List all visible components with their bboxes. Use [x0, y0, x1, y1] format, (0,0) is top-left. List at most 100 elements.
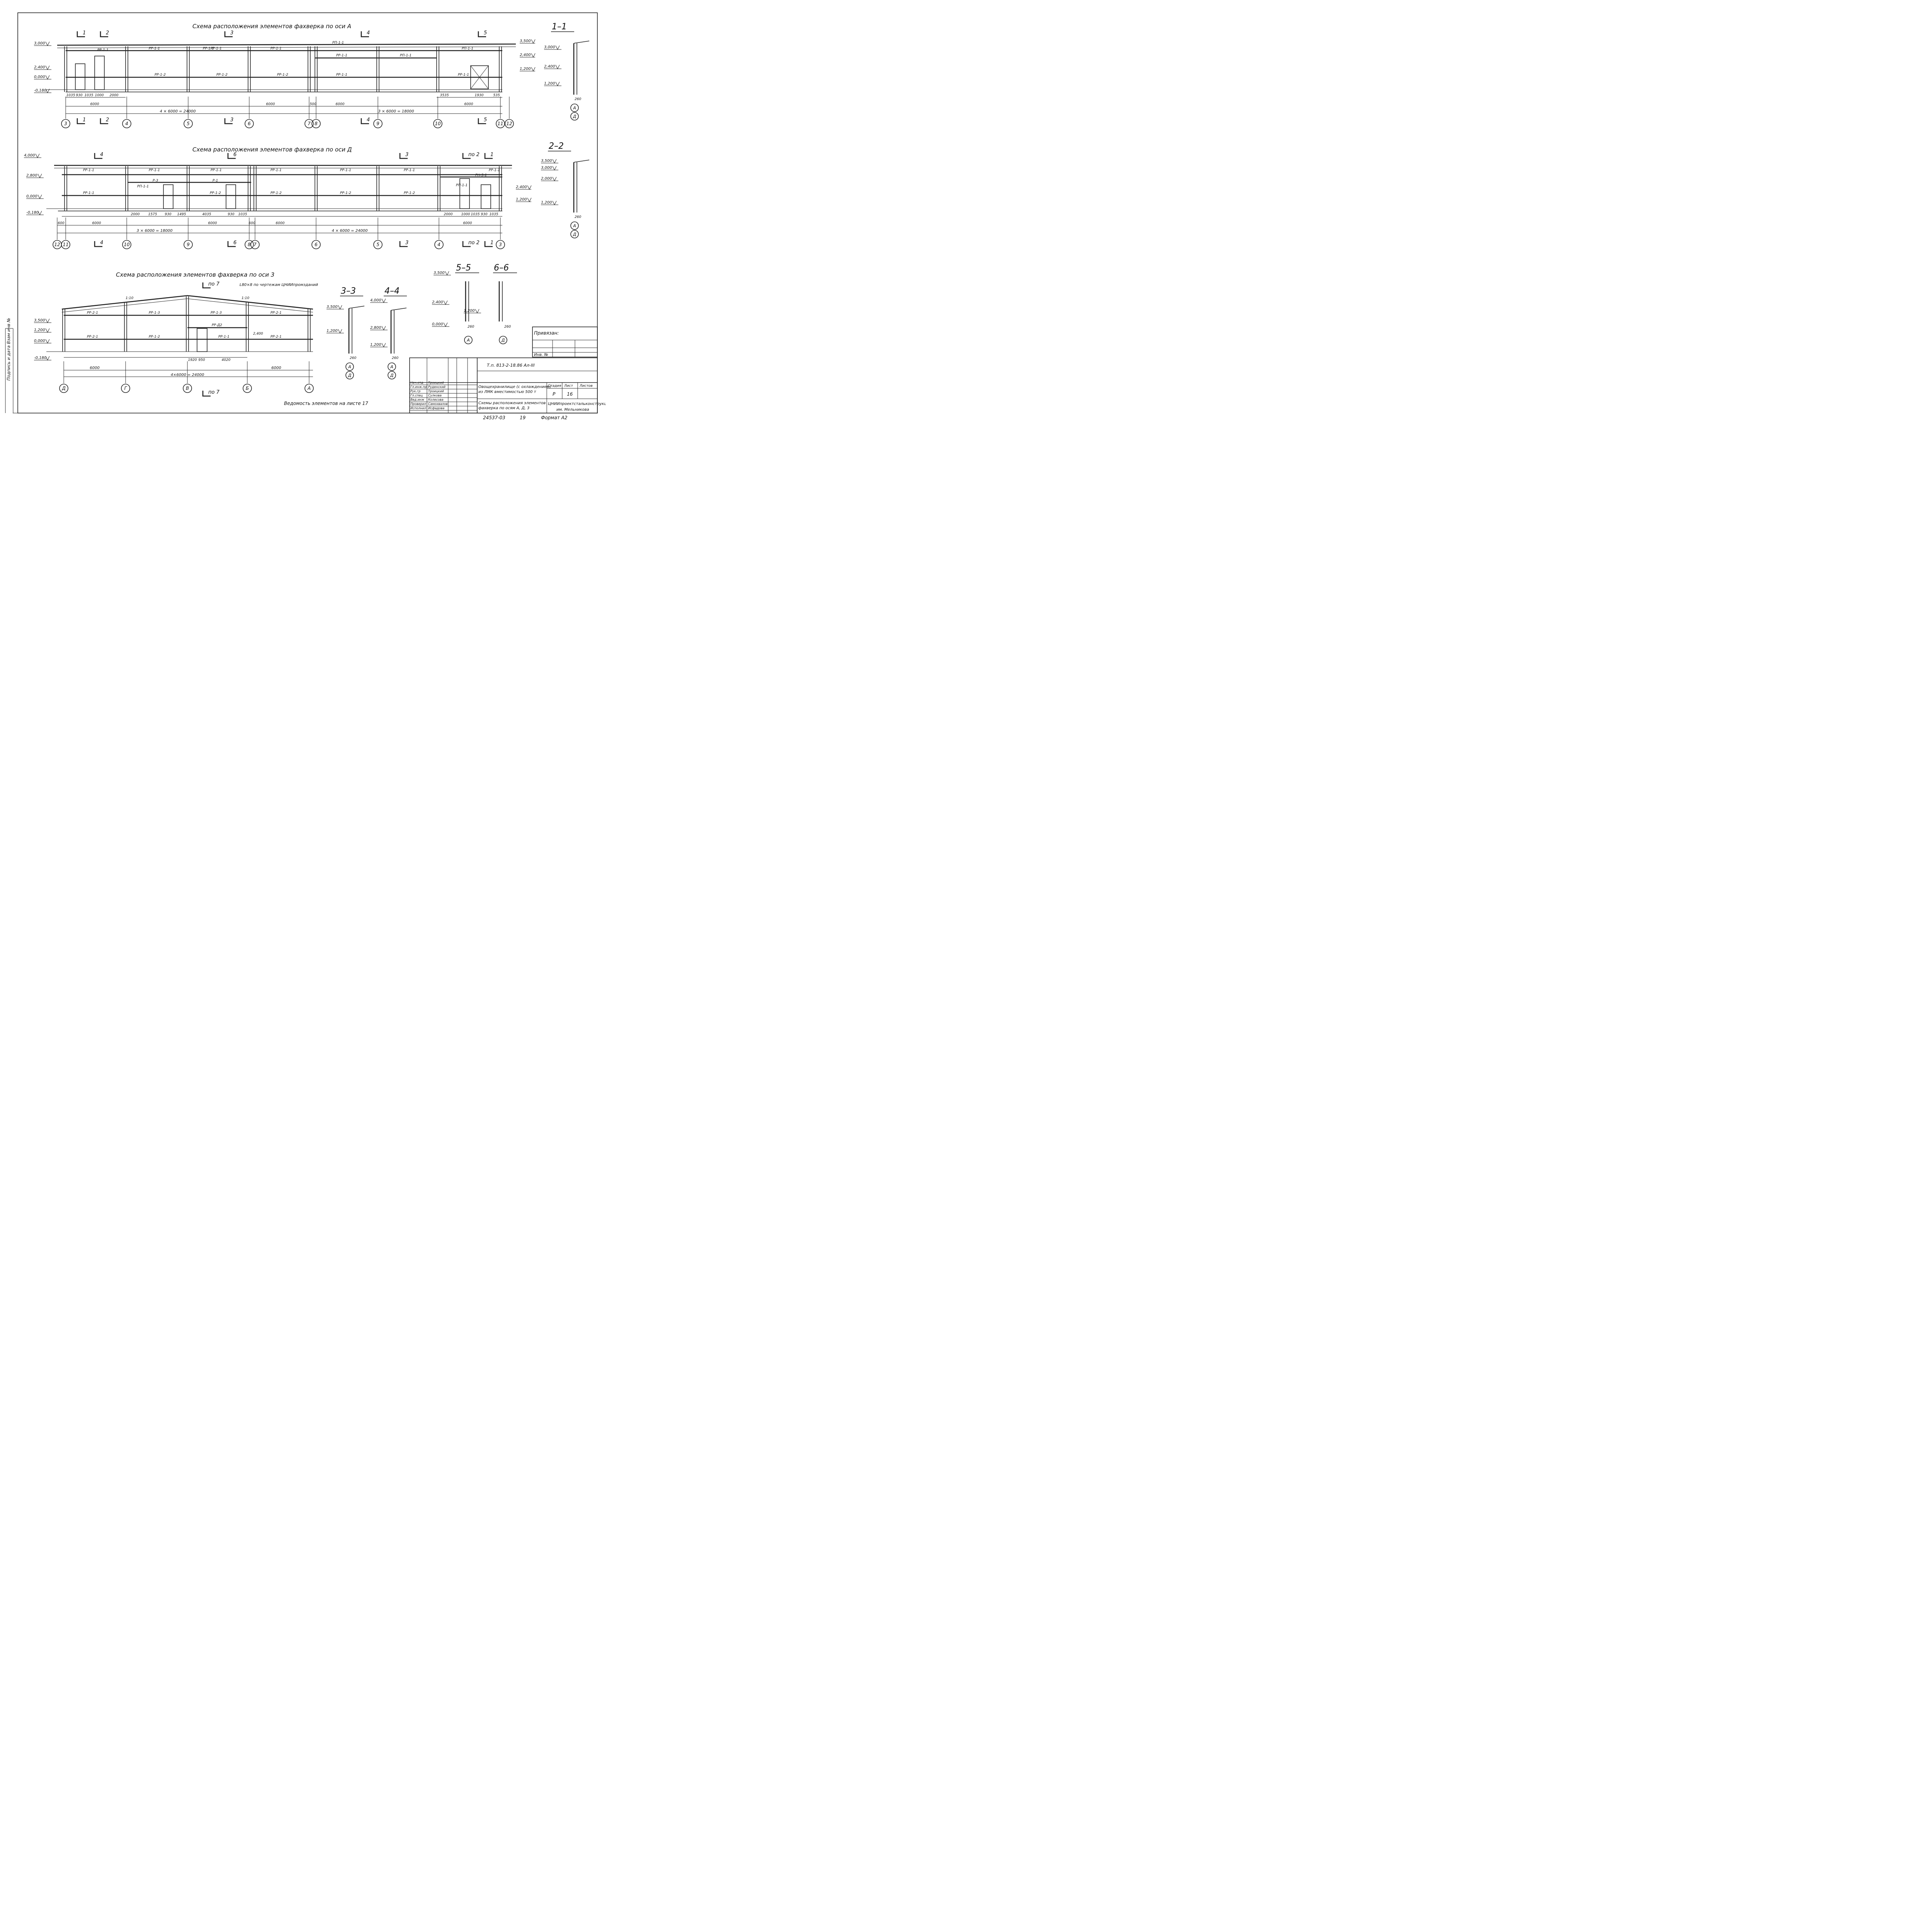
axis-label: Б: [246, 386, 249, 391]
section-cut-label: 5: [484, 117, 487, 123]
signature-name: Руденский: [428, 385, 446, 389]
axis-bubble-a-8: [311, 119, 321, 128]
level-label: 0,000: [26, 194, 37, 199]
section-cut-marker: [399, 153, 408, 159]
axis-label: 6: [315, 242, 318, 247]
reference-note: L80×8 по чертежам ЦНИИпромзданий: [240, 283, 318, 287]
level-label: 1,200: [327, 329, 338, 333]
axis-label: А: [348, 364, 351, 369]
section-cut-label: 4: [367, 117, 370, 123]
level-label: 3,000: [34, 41, 45, 46]
level-label: 1,200: [370, 343, 381, 347]
sheets-label: Листов: [579, 384, 593, 388]
axis-bubble-a-6: [245, 119, 254, 128]
dimension-label: 260: [575, 97, 581, 101]
dimension-label: 260: [575, 215, 581, 219]
beam-label: РР-1-1: [203, 47, 214, 51]
beam-label: РР-1-1: [336, 73, 347, 77]
axis-label: 4: [437, 242, 440, 247]
section-cut-marker: [202, 282, 211, 289]
beam-label: РП-1-1: [462, 47, 473, 51]
signature-name: Троицкий: [428, 389, 444, 393]
section-title: 6–6: [494, 263, 509, 273]
sections: 1–13,0002,4001,200260АД2–23,5003,0002,00…: [327, 22, 590, 379]
beam-label: РР-1-1: [489, 168, 500, 172]
axis-label: 5: [376, 242, 379, 247]
axis-bubble-d-9: [184, 240, 193, 249]
beam-label: РР-1-2: [340, 191, 351, 195]
section-cut-label: 3: [405, 152, 408, 158]
axis-bubble: [570, 230, 579, 238]
level-label: 2,400: [516, 185, 527, 189]
beam-label: РР-1-2: [216, 73, 228, 77]
section-cut-label: 3: [405, 240, 408, 246]
section-cut-marker: [478, 31, 486, 37]
level-label: 3,500: [520, 39, 531, 43]
axis-bubble: [345, 371, 354, 379]
signature-name: Сулкова: [428, 394, 442, 397]
axis-bubble: [464, 336, 473, 344]
section-cut-label: 2: [106, 30, 109, 36]
level-marker: [527, 197, 532, 202]
section-cut-marker: [202, 391, 211, 397]
axis-bubble: [570, 112, 579, 121]
level-marker: [35, 153, 40, 158]
level-label: -0,180: [34, 356, 46, 360]
beam-label: РР-1-1: [218, 335, 230, 339]
section-cut-marker: [224, 118, 233, 124]
sheet-frame: [17, 12, 598, 413]
span-label: 600: [58, 221, 64, 225]
axis-label: Г: [124, 386, 128, 391]
beam-label: РР-1-1: [83, 191, 94, 195]
level-label: 0,000: [34, 339, 45, 343]
sheet-title-line-1: Схемы расположения элементов: [478, 401, 546, 405]
side-stamp-text: Подпись и дата Взам инв №: [6, 318, 11, 381]
axis-bubble-d-6: [311, 240, 321, 249]
drawing-sheet: Подпись и дата Взам инв № Схема располож…: [0, 0, 612, 433]
axis-label: 12: [506, 121, 512, 126]
organization-line-1: ЦНИИпроектстальконструкция: [548, 402, 606, 406]
beam-label: РР-1-2: [149, 335, 160, 339]
level-label: 4,000: [24, 153, 35, 158]
axis-bubble-3-Б: [243, 384, 252, 393]
roof-line: [349, 306, 365, 309]
level-marker: [527, 185, 532, 190]
level-marker: [443, 322, 448, 327]
level-marker: [45, 88, 50, 94]
axis-label: 5: [187, 121, 190, 126]
level-marker: [37, 194, 42, 199]
section-cut-marker: [484, 153, 493, 159]
dimension-label: 260: [468, 325, 474, 329]
inv-label: Инв. №: [534, 353, 548, 357]
signature-role: Гл.инж.пр: [410, 385, 427, 389]
stage-label: Стадия: [548, 384, 561, 388]
level-marker: [45, 356, 50, 361]
beam-label: Р-1: [213, 179, 218, 183]
axis-label: 7: [308, 121, 311, 126]
project-line-1: Овощехранилище (с охлаждением): [478, 385, 551, 389]
total-dimension: 3 × 6000 = 18000: [378, 109, 414, 114]
axis-label: 7: [253, 242, 257, 247]
beam-label: РР-1-2: [155, 73, 166, 77]
span-label: 6000: [271, 366, 281, 370]
level-marker: [338, 305, 342, 310]
section-cut-marker: [94, 241, 102, 247]
level-marker: [552, 201, 557, 206]
level-label: 2,400: [544, 65, 555, 69]
dimension-label: 535: [493, 94, 500, 97]
level-marker: [443, 300, 448, 305]
level-label: 1,200: [516, 197, 527, 202]
total-dimension: 4×6000 = 24000: [171, 373, 204, 377]
slope-label: 1:10: [126, 296, 133, 300]
dimension-label: 1035: [490, 213, 498, 216]
beam-label: РП-1-1: [400, 54, 412, 58]
beam-label: Р-3: [153, 179, 158, 183]
section-cut-marker: [227, 153, 236, 159]
axis-bubble: [388, 371, 396, 379]
section-cut-label: 4: [100, 152, 103, 158]
elevation-d-title: Схема расположения элементов фахверка по…: [192, 146, 352, 153]
beam-label: РР-1-2: [270, 191, 282, 195]
archive-page: 19: [520, 415, 526, 420]
